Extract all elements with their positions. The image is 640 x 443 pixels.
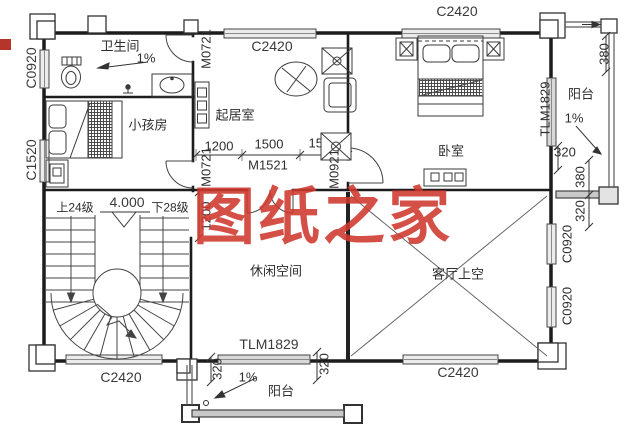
nightstand-left-icon xyxy=(395,37,418,61)
dim-right-380: 380 xyxy=(572,166,588,188)
staircase xyxy=(46,215,189,360)
dim-opening-1200: 1200 xyxy=(198,201,214,231)
label-window-c2420-bottom-right: C2420 xyxy=(437,364,479,380)
dim-living-1200: 1200 xyxy=(204,138,234,154)
balcony-bottom-slope: 1% xyxy=(238,369,258,385)
room-label-bathroom: 卫生间 xyxy=(100,38,140,54)
room-label-void: 客厅上空 xyxy=(431,266,485,282)
table-plant-icon xyxy=(274,61,318,97)
stairs-elevation-label: 4.000 xyxy=(109,194,145,210)
dim-slider-320: 320 xyxy=(554,144,576,160)
label-window-c2420-bedroom-top: C2420 xyxy=(436,3,478,19)
room-label-leisure: 休闲空间 xyxy=(249,263,303,279)
elevation-marker xyxy=(100,211,150,228)
red-corner-mark xyxy=(0,39,11,50)
balcony-right-label: 阳台 xyxy=(567,86,595,102)
vent-icon xyxy=(423,168,467,187)
label-window-c0920-left: C0920 xyxy=(23,47,39,89)
dim-right-320: 320 xyxy=(572,200,588,222)
dim-balcony-bottom-320-left: 320 xyxy=(209,358,225,380)
dim-living-1500: 1500 xyxy=(254,136,284,152)
slope-arrows xyxy=(96,20,603,406)
label-window-c0920-right-upper: C0920 xyxy=(559,224,575,264)
label-slider-bottom: TLM1829 xyxy=(239,336,299,352)
label-window-c2420-bottom-left: C2420 xyxy=(100,369,142,385)
tv-cabinet-icon xyxy=(194,81,210,129)
label-window-c1520-left: C1520 xyxy=(23,139,39,181)
balcony-bottom-label: 阳台 xyxy=(267,383,295,399)
room-label-kids: 小孩房 xyxy=(128,117,168,133)
dim-balcony-right-380: 380 xyxy=(596,43,612,65)
stool-icon xyxy=(321,47,353,75)
kids-bed-blanket-hatch xyxy=(88,101,112,158)
double-bed-icon xyxy=(417,35,484,117)
label-door-bedroom: M0921 xyxy=(326,149,342,189)
sink-icon xyxy=(151,73,193,98)
room-label-bedroom: 卧室 xyxy=(437,143,465,159)
kids-bed-icon xyxy=(45,100,123,159)
balcony-right-slope: 1% xyxy=(564,110,584,126)
corner-pilasters xyxy=(28,12,619,424)
bathroom-slope-label: 1% xyxy=(136,50,156,66)
label-window-c0920-right-lower: C0920 xyxy=(559,286,575,326)
closet-icon xyxy=(45,159,69,188)
label-slider-right: TLM1829 xyxy=(537,81,553,137)
stairs-up-label: 上24级 xyxy=(56,200,94,215)
void-cross-lines xyxy=(350,195,548,357)
label-window-c2420-living: C2420 xyxy=(251,38,293,54)
room-label-living: 起居室 xyxy=(215,107,255,123)
bed-blanket-hatch xyxy=(419,79,482,96)
balcony-railings xyxy=(186,21,615,418)
dim-balcony-bottom-320-right: 320 xyxy=(316,353,332,375)
windows xyxy=(39,28,557,365)
doors xyxy=(165,34,384,214)
sofa-icon xyxy=(323,77,357,113)
stairs-down-label: 下28级 xyxy=(151,200,189,215)
label-door-m1521: M1521 xyxy=(248,157,288,173)
label-door-bathroom: M0721 xyxy=(198,29,214,69)
